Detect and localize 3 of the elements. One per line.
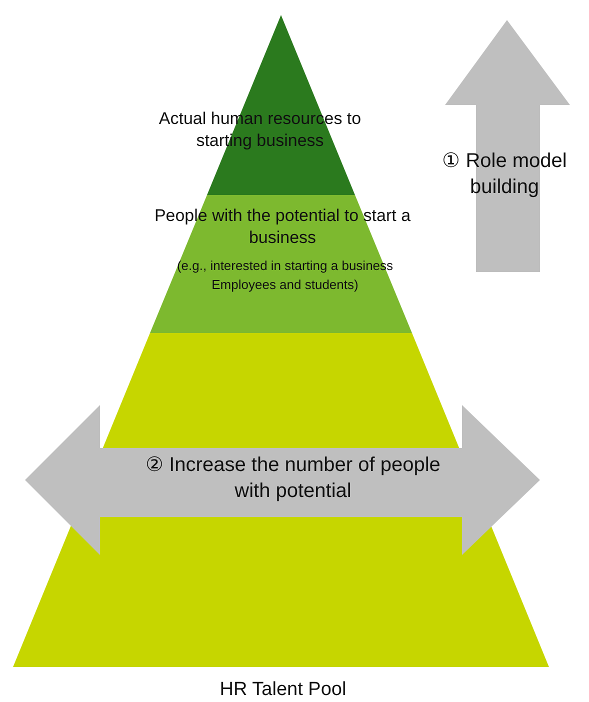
arrow-label: ② Increase the number of people with potential <box>144 453 442 504</box>
pyramid-caption: HR Talent Pool <box>218 678 348 702</box>
arrow-label: ① Role model building <box>441 149 568 200</box>
